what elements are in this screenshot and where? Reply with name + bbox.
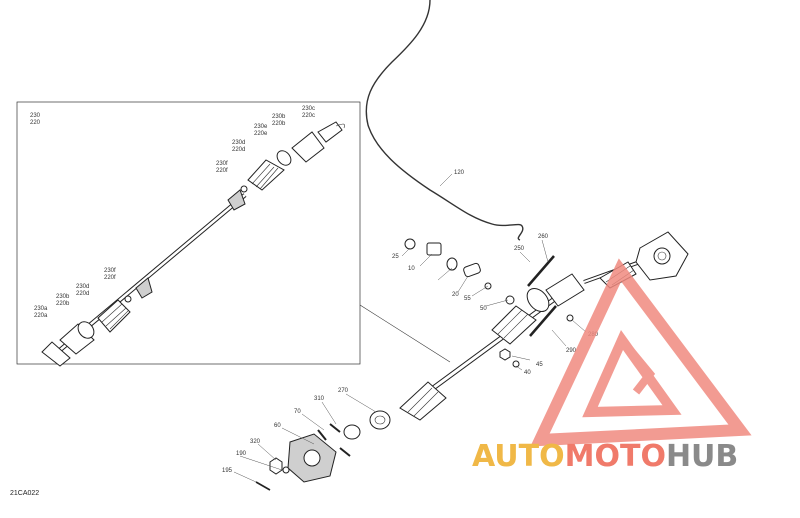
watermark-logo-icon <box>530 258 752 447</box>
callout-290: 290 <box>566 348 577 354</box>
callout-320: 320 <box>250 439 261 445</box>
inset-label-230e-b: 220e <box>254 131 268 137</box>
callout-10: 10 <box>408 266 415 272</box>
inset-label-230f-top-b: 220f <box>216 168 228 174</box>
inset-label-230d-low-b: 220d <box>76 291 89 297</box>
figure-id: 21CA022 <box>10 490 39 497</box>
inset-label-230d-top-a: 230d <box>232 140 245 146</box>
inset-label-230b-low-b: 220b <box>56 301 70 307</box>
watermark-moto: MOTO <box>565 439 666 474</box>
inset-drive-shaft <box>41 121 345 367</box>
callout-310: 310 <box>314 396 325 402</box>
inset-label-230c-a: 230c <box>302 106 315 112</box>
watermark-auto: AUTO <box>472 439 565 474</box>
callout-40: 40 <box>524 370 531 376</box>
inset-label-230-a: 230 <box>30 113 41 119</box>
callout-50: 50 <box>480 306 487 312</box>
callout-195: 195 <box>222 468 233 474</box>
callout-120: 120 <box>454 170 465 176</box>
inset-label-230c-b: 220c <box>302 113 315 119</box>
inset-label-230a-a: 230a <box>34 306 48 312</box>
inset-label-230a-b: 220a <box>34 313 48 319</box>
callout-20: 20 <box>452 292 459 298</box>
callout-55: 55 <box>464 296 471 302</box>
watermark-text: AUTOMOTOHUB <box>472 439 738 474</box>
inset-label-230d-top-b: 220d <box>232 147 245 153</box>
inset-label-230f-top-a: 230f <box>216 161 228 167</box>
watermark-hub: HUB <box>666 439 738 474</box>
callout-45: 45 <box>536 362 543 368</box>
small-parts <box>255 238 574 491</box>
inset-label-230d-low-a: 230d <box>76 284 89 290</box>
callout-70: 70 <box>294 409 301 415</box>
leader-lines <box>233 173 587 483</box>
inset-label-230b-a: 230b <box>272 114 286 120</box>
callout-60: 60 <box>274 423 281 429</box>
inset-label-230f-low-b: 220f <box>104 275 116 281</box>
callout-270: 270 <box>338 388 349 394</box>
callout-25: 25 <box>392 254 399 260</box>
callout-250: 250 <box>514 246 525 252</box>
inset-label-230e-a: 230e <box>254 124 268 130</box>
inset-labels: 230 220 230c 220c 230b 220b 230e 220e 23… <box>30 106 315 319</box>
inset-label-230b-low-a: 230b <box>56 294 70 300</box>
inset-label-230b-b: 220b <box>272 121 286 127</box>
main-drive-shaft <box>399 231 689 421</box>
inset-box <box>16 101 451 365</box>
callout-190: 190 <box>236 451 247 457</box>
inset-label-230-b: 220 <box>30 120 41 126</box>
inset-label-230f-low-a: 230f <box>104 268 116 274</box>
callout-260: 260 <box>538 234 549 240</box>
cable-120 <box>365 0 524 241</box>
